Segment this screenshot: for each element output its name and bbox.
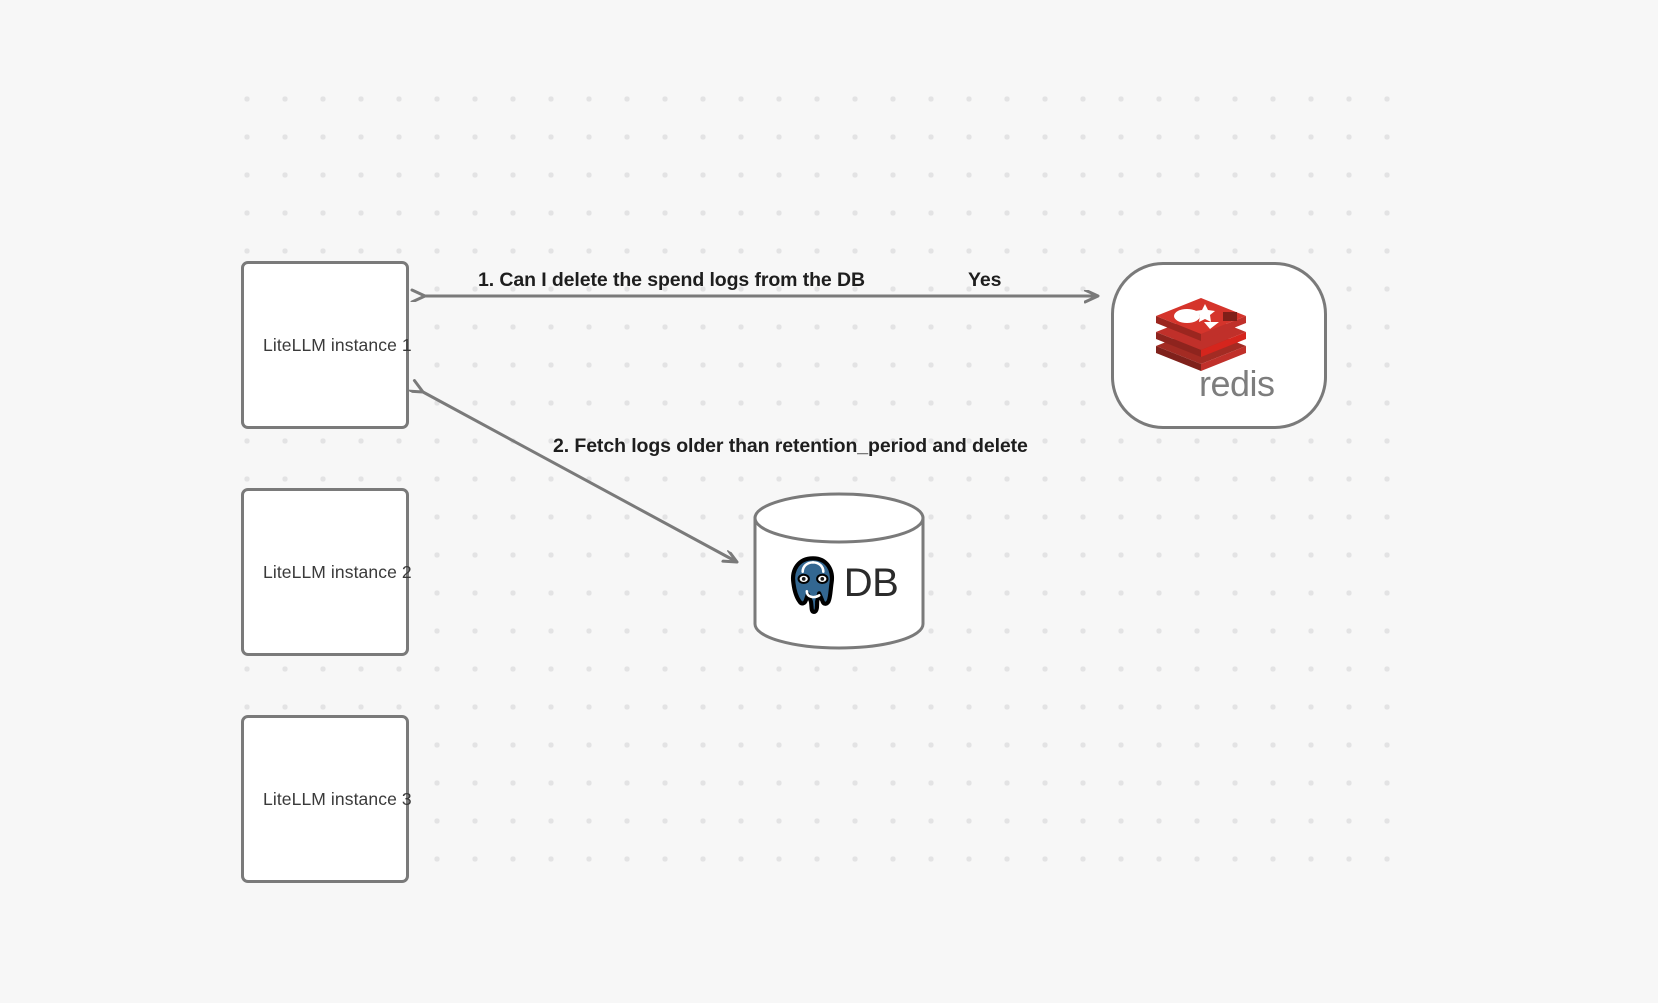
node-litellm-instance-2[interactable]: LiteLLM instance 2 [241, 488, 412, 656]
database-content: DB [752, 528, 926, 638]
edge-1-label: 1. Can I delete the spend logs from the … [478, 269, 865, 291]
edge-1-reply-label: Yes [968, 269, 1002, 291]
edge-litellm1-to-db [423, 392, 737, 562]
node-database[interactable]: DB [752, 492, 926, 650]
database-label: DB [843, 560, 899, 605]
node-litellm-instance-1-label: LiteLLM instance 1 [263, 334, 412, 355]
node-litellm-instance-3[interactable]: LiteLLM instance 3 [241, 715, 412, 883]
redis-logo-icon: redis [1156, 297, 1275, 402]
postgresql-elephant-icon [790, 556, 834, 614]
node-redis[interactable]: redis [1111, 262, 1327, 429]
svg-text:redis: redis [1199, 363, 1275, 402]
database-cylinder-shape [753, 492, 925, 650]
edge-2-label: 2. Fetch logs older than retention_perio… [553, 435, 1028, 457]
node-litellm-instance-2-label: LiteLLM instance 2 [263, 561, 412, 582]
node-litellm-instance-1[interactable]: LiteLLM instance 1 [241, 261, 412, 429]
node-litellm-instance-3-label: LiteLLM instance 3 [263, 788, 412, 809]
